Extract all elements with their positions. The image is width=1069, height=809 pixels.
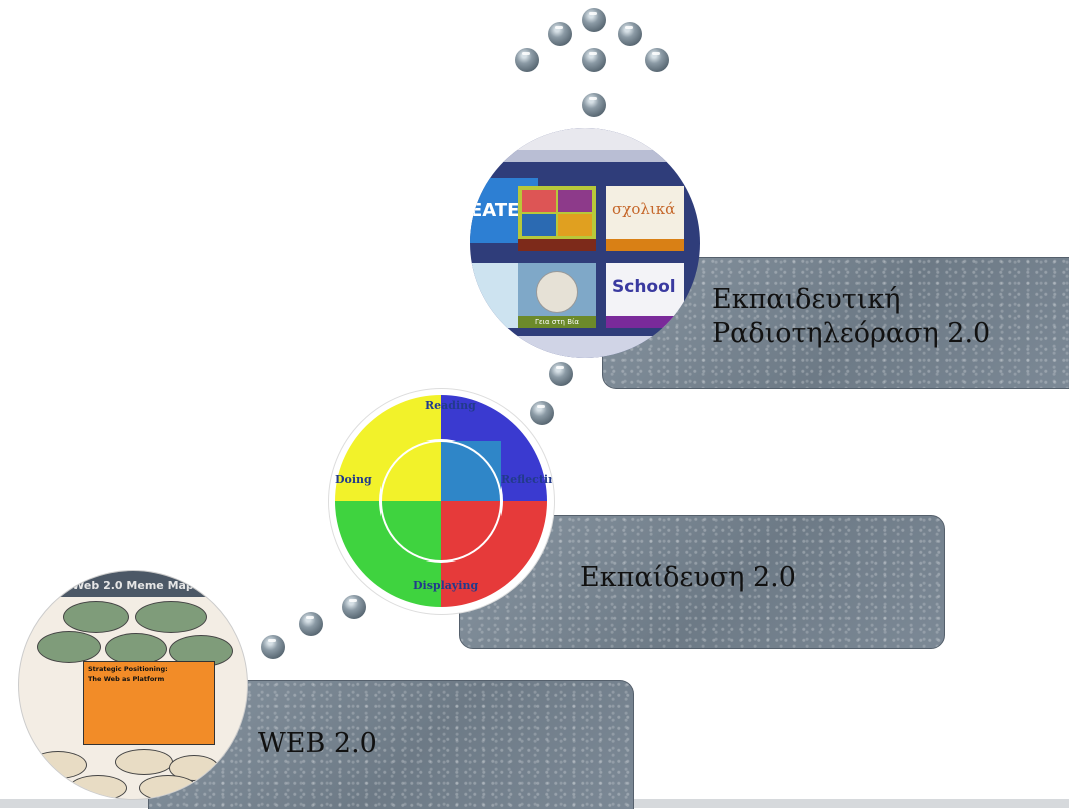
cycle-doing-label: Doing [335, 473, 372, 486]
web20-meme-map: Web 2.0 Meme Map Strategic Positioning: … [18, 570, 248, 800]
dot [582, 48, 606, 72]
learning-cycle-figure: Reading Reflecting Displaying Doing [328, 388, 555, 615]
dot [548, 22, 572, 46]
dot [515, 48, 539, 72]
dot [342, 595, 366, 619]
cycle-displaying-label: Displaying [413, 579, 479, 592]
dot [645, 48, 669, 72]
meme-blob [69, 775, 127, 799]
level-box-education [459, 515, 945, 649]
meme-blob [169, 755, 219, 781]
dot [549, 362, 573, 386]
level-label-line1: Εκπαιδευτική [712, 284, 901, 315]
dot [582, 93, 606, 117]
dot [582, 8, 606, 32]
cycle-reading-label: Reading [425, 399, 476, 412]
meme-blob [63, 601, 129, 633]
dot [261, 635, 285, 659]
tile-portraits [518, 186, 596, 251]
meme-blob [29, 751, 87, 779]
tile-ball: Γεια στη Βία [518, 263, 596, 328]
meme-blob [135, 601, 207, 633]
meme-core-text: Strategic Positioning: [88, 665, 168, 673]
educational-tv-screenshot: EATE σχολικά Γεια στη Βία School [470, 128, 700, 358]
level-box-educational-tv [602, 257, 1069, 389]
meme-map-title: Web 2.0 Meme Map [72, 579, 194, 592]
meme-blob [139, 775, 197, 799]
dot [618, 22, 642, 46]
cycle-reflecting-label: Reflecting [501, 473, 554, 486]
meme-core-text-2: The Web as Platform [88, 675, 165, 683]
dot [299, 612, 323, 636]
level-label-web: WEB 2.0 [258, 728, 377, 759]
dot [530, 401, 554, 425]
tile-caption: Γεια στη Βία [518, 316, 596, 328]
tile-schoolnet: School [606, 263, 684, 328]
meme-core-box: Strategic Positioning: The Web as Platfo… [83, 661, 215, 745]
level-label-education: Εκπαίδευση 2.0 [580, 562, 796, 593]
level-label-line2: Ραδιοτηλεόραση 2.0 [712, 317, 991, 349]
level-label-educational-tv: Εκπαιδευτική Ραδιοτηλεόραση 2.0 [712, 283, 990, 351]
tile-school-lessons: σχολικά [606, 186, 684, 251]
meme-blob [115, 749, 173, 775]
meme-blob [37, 631, 101, 663]
